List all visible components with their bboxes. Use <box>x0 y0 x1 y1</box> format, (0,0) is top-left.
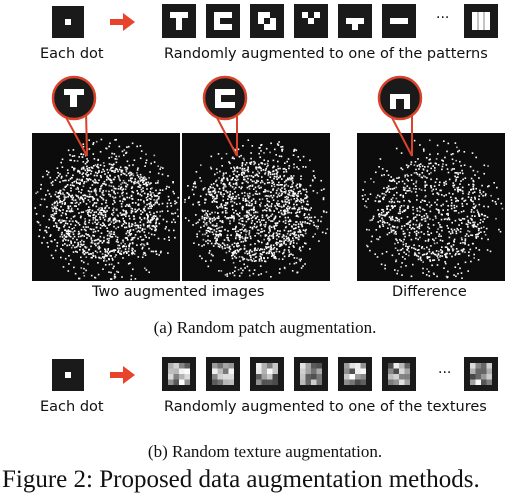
each-dot-label: Each dot <box>40 399 104 415</box>
augmented-image-2 <box>182 133 330 281</box>
single-dot-pattern-icon <box>52 359 84 391</box>
augment-textures-label: Randomly augmented to one of the texture… <box>164 399 487 415</box>
patch-pattern-icon <box>250 4 284 38</box>
single-dot-pattern-icon <box>52 6 84 38</box>
texture-pattern-icon <box>382 357 416 391</box>
patch-pattern-icon <box>294 4 328 38</box>
caption-b: (b) Random texture augmentation. <box>147 442 383 461</box>
ellipsis: ... <box>436 6 450 22</box>
right-arrow-icon <box>110 366 135 384</box>
patch-pattern-icon <box>338 4 372 38</box>
zoom-callout-icon <box>51 75 423 157</box>
difference-label: Difference <box>392 284 467 300</box>
augmented-image-1 <box>32 133 180 281</box>
texture-pattern-icon <box>162 357 196 391</box>
figure-caption: Figure 2: Proposed data augmentation met… <box>2 466 480 493</box>
texture-pattern-icon <box>464 357 498 391</box>
texture-pattern-icon <box>206 357 240 391</box>
patch-pattern-icon <box>382 4 416 38</box>
right-arrow-icon <box>110 13 135 31</box>
augment-patterns-label: Randomly augmented to one of the pattern… <box>164 46 488 62</box>
texture-pattern-icon <box>294 357 328 391</box>
texture-pattern-icon <box>338 357 372 391</box>
difference-image <box>357 133 505 281</box>
patch-pattern-icon <box>464 4 498 38</box>
texture-pattern-icon <box>250 357 284 391</box>
patch-pattern-icon <box>206 4 240 38</box>
two-augmented-images-label: Two augmented images <box>92 284 265 300</box>
caption-a: (a) Random patch augmentation. <box>153 318 377 337</box>
each-dot-label: Each dot <box>40 46 104 62</box>
ellipsis: ... <box>438 361 452 377</box>
patch-pattern-icon <box>162 4 196 38</box>
